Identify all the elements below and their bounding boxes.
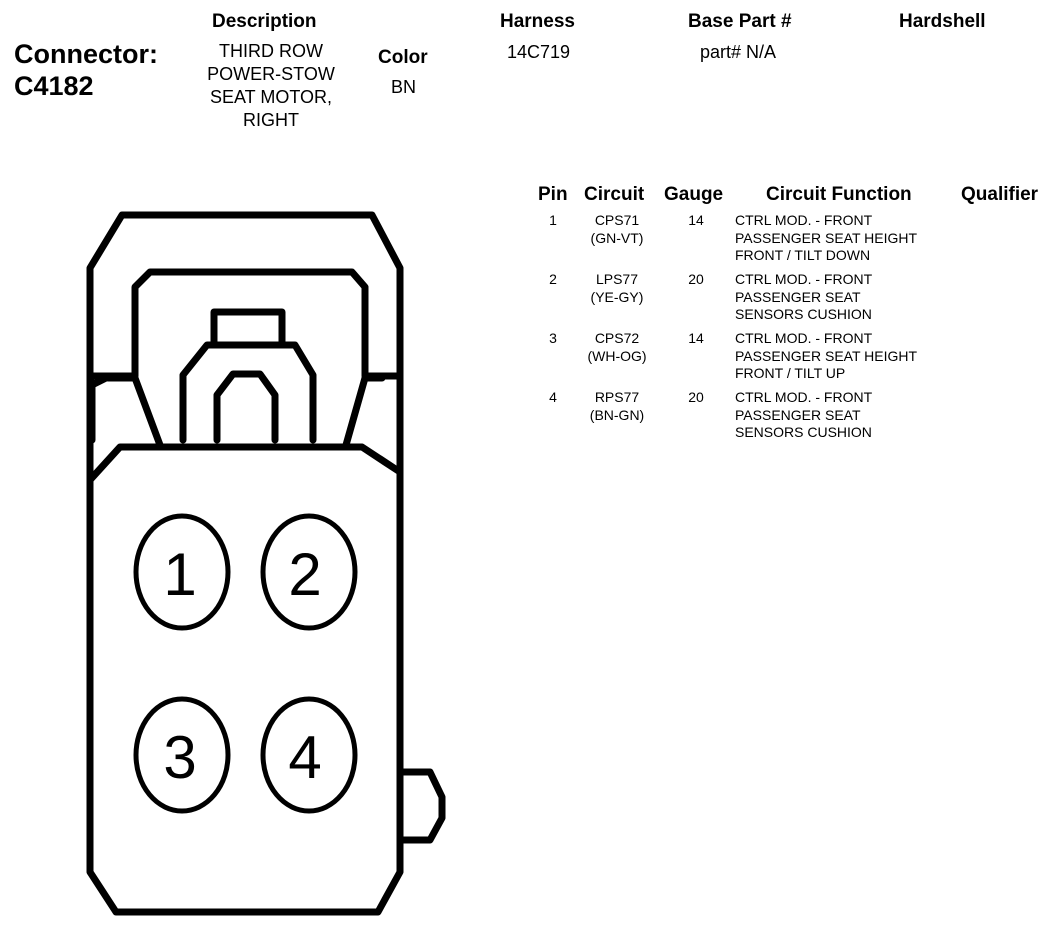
harness-value: 14C719 (507, 42, 571, 62)
col-header-circuit: Circuit (584, 184, 645, 205)
color-value: BN (391, 77, 417, 97)
wire-color: (YE-GY) (590, 288, 644, 305)
gauge-cell: 14 (688, 212, 704, 228)
circuit-id: RPS77 (594, 389, 640, 405)
function-cell: CTRL MOD. - FRONT PASSENGER SEAT SENSORS… (735, 389, 995, 442)
function-cell: CTRL MOD. - FRONT PASSENGER SEAT HEIGHT … (735, 212, 995, 265)
pin-label: 2 (288, 541, 321, 608)
pin-label: 1 (163, 541, 196, 608)
pin-cavity (260, 696, 358, 814)
housing-outline (86, 211, 446, 916)
pin-cavity (133, 696, 231, 814)
latch-outline (86, 268, 404, 380)
circuit-cell: LPS77 (YE-GY) (578, 271, 656, 306)
key-tab (210, 308, 286, 349)
table-row: 2 LPS77 (YE-GY) 20 CTRL MOD. - FRONT PAS… (530, 271, 1030, 329)
harness-heading: Harness (500, 11, 575, 32)
description-value: THIRD ROW POWER-STOW SEAT MOTOR, RIGHT (196, 40, 346, 132)
function-line: CTRL MOD. - FRONT (735, 389, 873, 405)
latch-ramp-right (342, 374, 386, 449)
wire-color: (BN-GN) (589, 406, 645, 423)
circuit-cell: CPS71 (GN-VT) (578, 212, 656, 247)
connector-title: Connector: C4182 (14, 38, 158, 102)
function-cell: CTRL MOD. - FRONT PASSENGER SEAT HEIGHT … (735, 330, 995, 383)
function-cell: CTRL MOD. - FRONT PASSENGER SEAT SENSORS… (735, 271, 995, 324)
pin-number: 2 (549, 271, 557, 287)
function-line: CTRL MOD. - FRONT (735, 271, 873, 287)
wire-color: (WH-OG) (587, 347, 647, 364)
center-post (179, 341, 317, 444)
center-post-inner (213, 370, 279, 444)
description-line: THIRD ROW (219, 41, 323, 61)
pin-number: 3 (549, 330, 557, 346)
function-line: CTRL MOD. - FRONT (735, 212, 873, 228)
function-line: CTRL MOD. - FRONT (735, 330, 873, 346)
hardshell-heading: Hardshell (899, 11, 986, 32)
connector-id: C4182 (14, 71, 94, 101)
wire-color: (GN-VT) (590, 229, 644, 246)
pin-number: 1 (549, 212, 557, 228)
table-row: 1 CPS71 (GN-VT) 14 CTRL MOD. - FRONT PAS… (530, 212, 1030, 270)
latch-bar-left (86, 372, 114, 444)
function-line: PASSENGER SEAT (735, 288, 861, 305)
circuit-id: CPS71 (594, 212, 640, 228)
circuit-id: CPS72 (594, 330, 640, 346)
function-line: PASSENGER SEAT HEIGHT (735, 347, 918, 364)
circuit-cell: RPS77 (BN-GN) (578, 389, 656, 424)
table-row: 4 RPS77 (BN-GN) 20 CTRL MOD. - FRONT PAS… (530, 389, 1030, 447)
gauge-cell: 14 (688, 330, 704, 346)
description-line: POWER-STOW (207, 64, 335, 84)
table-row: 3 CPS72 (WH-OG) 14 CTRL MOD. - FRONT PAS… (530, 330, 1030, 388)
function-line: SENSORS CUSHION (735, 424, 872, 440)
circuit-id: LPS77 (595, 271, 639, 287)
function-line: FRONT / TILT UP (735, 365, 846, 381)
pin-number: 4 (549, 389, 557, 405)
description-heading: Description (212, 11, 317, 32)
col-header-qualifier: Qualifier (961, 184, 1039, 205)
circuit-cell: CPS72 (WH-OG) (578, 330, 656, 365)
connector-label: Connector: (14, 39, 158, 69)
gauge-cell: 20 (688, 271, 704, 287)
description-line: SEAT MOTOR, (209, 87, 333, 107)
color-heading: Color (378, 47, 428, 68)
pin-cavity (260, 513, 358, 631)
function-line: FRONT / TILT DOWN (735, 247, 871, 263)
col-header-function: Circuit Function (766, 184, 912, 205)
pin-label: 3 (163, 724, 196, 791)
base-part-heading: Base Part # (688, 11, 792, 32)
pin-cavity (133, 513, 231, 631)
col-header-gauge: Gauge (664, 184, 724, 205)
base-part-value: part# N/A (700, 42, 777, 62)
description-line: RIGHT (243, 110, 299, 130)
pin-label: 4 (288, 724, 321, 791)
housing-inner-rim (86, 443, 404, 844)
gauge-cell: 20 (688, 389, 704, 405)
function-line: SENSORS CUSHION (735, 306, 872, 322)
function-line: PASSENGER SEAT HEIGHT (735, 229, 918, 246)
latch-ramp (104, 374, 164, 449)
function-line: PASSENGER SEAT (735, 406, 861, 423)
col-header-pin: Pin (538, 184, 568, 205)
